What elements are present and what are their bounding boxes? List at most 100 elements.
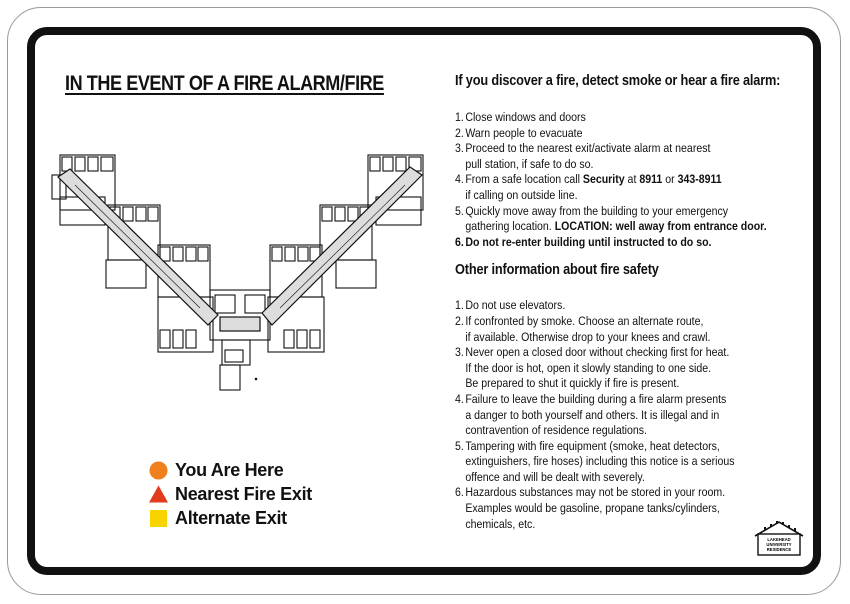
text-segment: pull station, if safe to do so. <box>465 156 594 171</box>
text-segment: LOCATION: well away from entrance door. <box>554 219 767 234</box>
list-item-number: 1. <box>455 298 464 313</box>
list-item: 4.From a safe location call Security at … <box>455 172 752 203</box>
list-item-number: 2. <box>455 313 464 328</box>
list-item-line: contravention of residence regulations. <box>465 423 751 439</box>
list-item-line: gathering location. LOCATION: well away … <box>465 219 766 235</box>
residence-logo: LAKEHEAD UNIVERSITY RESIDENCE <box>752 518 806 556</box>
list-item: 2.If confronted by smoke. Choose an alte… <box>455 314 752 345</box>
yellow-square-icon <box>148 508 168 528</box>
list-item-line: Hazardous substances may not be stored i… <box>465 485 751 501</box>
legend-item-you-are-here: You Are Here <box>148 458 368 482</box>
section-title-fire-safety: Other information about fire safety <box>455 262 659 279</box>
list-item-number: 5. <box>455 203 464 218</box>
text-segment: 343-8911 <box>677 172 722 187</box>
text-segment: Do not re-enter building until instructe… <box>465 234 712 249</box>
text-segment: Hazardous substances may not be stored i… <box>465 485 726 500</box>
list-item-number: 4. <box>455 172 464 187</box>
list-item-line: From a safe location call Security at 89… <box>465 172 751 188</box>
list-item: 5.Quickly move away from the building to… <box>455 203 767 235</box>
list-item-number: 1. <box>455 110 464 124</box>
list-item-number: 2. <box>455 125 464 140</box>
orange-circle-icon <box>148 460 168 480</box>
legend-item-alternate-exit: Alternate Exit <box>148 506 368 530</box>
list-item: 5.Tampering with fire equipment (smoke, … <box>455 439 752 486</box>
text-segment: offence and will be dealt with severely. <box>465 469 645 484</box>
text-segment: Examples would be gasoline, propane tank… <box>465 501 720 516</box>
list-item-number: 6. <box>455 234 464 249</box>
list-item-line: pull station, if safe to do so. <box>465 157 751 173</box>
text-segment: at <box>624 172 640 187</box>
list-item-line: Tampering with fire equipment (smoke, he… <box>465 439 751 455</box>
list-item-line: Failure to leave the building during a f… <box>465 392 751 408</box>
text-segment: gathering location. <box>465 219 555 234</box>
instructions-column: If you discover a fire, detect smoke or … <box>455 73 800 532</box>
fire-safety-info-list: 1.Do not use elevators.2.If confronted b… <box>455 298 800 532</box>
list-item-line: Be prepared to shut it quickly if fire i… <box>465 376 751 392</box>
text-segment: a danger to both yourself and others. It… <box>465 407 720 422</box>
legend-label: Nearest Fire Exit <box>175 483 312 504</box>
legend-label: You Are Here <box>175 459 284 480</box>
text-segment: chemicals, etc. <box>465 516 536 531</box>
text-segment: Tampering with fire equipment (smoke, he… <box>465 438 720 453</box>
text-segment: if available. Otherwise drop to your kne… <box>465 329 711 344</box>
text-segment: 8911 <box>639 172 663 187</box>
text-segment: contravention of residence regulations. <box>465 423 647 438</box>
text-segment: or <box>662 172 678 187</box>
list-item-line: Never open a closed door without checkin… <box>465 345 751 361</box>
text-segment: Security <box>582 172 625 187</box>
text-segment: Warn people to evacuate <box>465 125 583 140</box>
text-segment: Never open a closed door without checkin… <box>465 345 730 360</box>
text-segment: Close windows and doors <box>465 110 586 124</box>
list-item-line: Warn people to evacuate <box>465 126 751 142</box>
text-segment: Quickly move away from the building to y… <box>465 203 729 218</box>
text-segment: If confronted by smoke. Choose an altern… <box>465 313 704 328</box>
legend-item-nearest-fire-exit: Nearest Fire Exit <box>148 482 368 506</box>
text-segment: Do not use elevators. <box>465 298 566 313</box>
list-item-line: a danger to both yourself and others. It… <box>465 408 751 424</box>
list-item-line: chemicals, etc. <box>465 517 751 533</box>
floor-plan-map <box>51 154 424 391</box>
list-item: 1.Do not use elevators. <box>455 298 752 314</box>
list-item: 6.Do not re-enter building until instruc… <box>455 235 752 251</box>
section-title-discover-fire: If you discover a fire, detect smoke or … <box>455 73 781 89</box>
map-legend: You Are Here Nearest Fire Exit Alternate… <box>148 458 368 530</box>
text-segment: Failure to leave the building during a f… <box>465 391 727 406</box>
text-segment: Proceed to the nearest exit/activate ala… <box>465 141 711 156</box>
list-item: 1.Close windows and doors <box>455 110 752 126</box>
text-segment: From a safe location call <box>465 172 583 187</box>
list-item: 6.Hazardous substances may not be stored… <box>455 485 752 532</box>
text-segment: extinguishers, fire hoses) including thi… <box>465 454 735 469</box>
list-item-line: Proceed to the nearest exit/activate ala… <box>465 141 751 157</box>
sign-title: IN THE EVENT OF A FIRE ALARM/FIRE <box>65 72 384 95</box>
sign-frame <box>27 27 821 575</box>
list-item-line: if available. Otherwise drop to your kne… <box>465 330 751 346</box>
list-item-line: Do not use elevators. <box>465 298 751 314</box>
list-item-number: 4. <box>455 391 464 406</box>
legend-label: Alternate Exit <box>175 507 287 528</box>
text-segment: If the door is hot, open it slowly stand… <box>465 360 712 375</box>
list-item-line: Quickly move away from the building to y… <box>465 204 751 220</box>
list-item-number: 3. <box>455 141 464 156</box>
list-item-line: if calling on outside line. <box>465 188 751 204</box>
text-segment: Be prepared to shut it quickly if fire i… <box>465 376 680 391</box>
text-segment: if calling on outside line. <box>465 187 578 202</box>
list-item: 2.Warn people to evacuate <box>455 126 752 142</box>
logo-line: RESIDENCE <box>767 547 792 552</box>
list-item-line: If confronted by smoke. Choose an altern… <box>465 314 751 330</box>
logo-line: LAKEHEAD <box>767 537 790 542</box>
list-item-number: 6. <box>455 485 464 500</box>
logo-line: UNIVERSITY <box>766 542 791 547</box>
list-item-line: offence and will be dealt with severely. <box>465 470 751 486</box>
list-item-line: If the door is hot, open it slowly stand… <box>465 361 751 377</box>
list-item-line: extinguishers, fire hoses) including thi… <box>465 454 751 470</box>
list-item: 4.Failure to leave the building during a… <box>455 392 752 439</box>
list-item-line: Close windows and doors <box>465 110 751 126</box>
list-item: 3.Never open a closed door without check… <box>455 345 752 392</box>
list-item-number: 3. <box>455 345 464 360</box>
list-item-line: Do not re-enter building until instructe… <box>465 235 751 251</box>
list-item: 3.Proceed to the nearest exit/activate a… <box>455 141 752 172</box>
list-item-line: Examples would be gasoline, propane tank… <box>465 501 751 517</box>
red-triangle-icon <box>148 484 168 504</box>
list-item-number: 5. <box>455 438 464 453</box>
